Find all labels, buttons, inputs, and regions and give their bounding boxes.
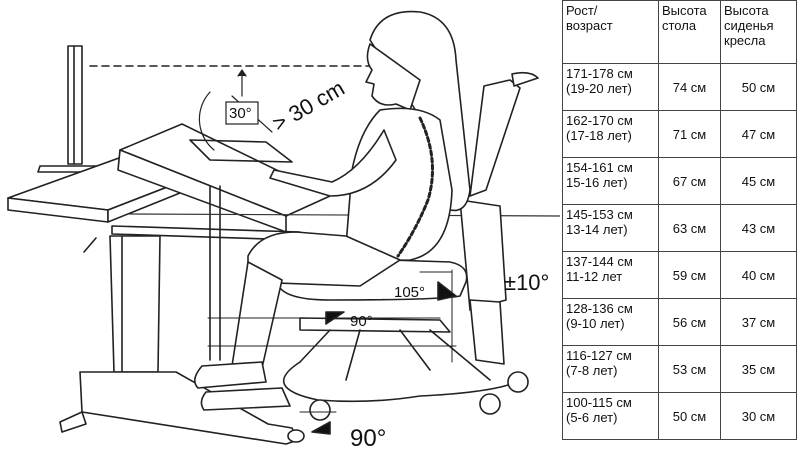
cell-height-age: 116-127 см(7-8 лет) [562,345,659,393]
cell-desk-height: 59 см [658,251,721,299]
height-range: 145-153 см [566,207,633,222]
back-angle-label: 105° [394,284,425,301]
cell-desk-height: 50 см [658,392,721,440]
tilt-angle-label: 30° [229,105,252,122]
header-seat-height: Высота сиденья кресла [720,0,797,64]
age-range: (9-10 лет) [566,316,625,331]
size-table: Рост/ возраст Высота стола Высота сидень… [562,0,797,440]
age-range: 11-12 лет [566,269,623,284]
cell-seat-height: 50 см [720,63,797,111]
monitor [37,45,123,173]
height-range: 100-115 см [566,395,632,410]
seat-tilt-label: ±10° [504,270,549,295]
posture-diagram: 30° > 30 cm 105° ±10° 90° 90° [7,10,560,452]
cell-desk-height: 71 см [658,110,721,158]
age-range: (19-20 лет) [566,81,632,96]
tilt-angle-box [225,101,259,125]
ergonomics-illustration: 30° > 30 cm 105° ±10° 90° 90° [7,10,560,452]
age-range: (17-18 лет) [566,128,632,143]
cell-desk-height: 67 см [658,157,721,205]
cell-height-age: 128-136 см(9-10 лет) [562,298,659,346]
height-range: 137-144 см [566,254,633,269]
header-height-age: Рост/ возраст [562,0,659,64]
age-range: (5-6 лет) [566,410,618,425]
height-range: 162-170 см [566,113,633,128]
age-range: 13-14 лет) [566,222,628,237]
knee-angle-wedge [325,311,345,325]
cell-seat-height: 30 см [720,392,797,440]
height-range: 154-161 см [566,160,633,175]
cell-desk-height: 53 см [658,345,721,393]
cell-seat-height: 45 см [720,157,797,205]
age-range: (7-8 лет) [566,363,618,378]
cell-seat-height: 40 см [720,251,797,299]
angle-guides [207,269,457,413]
cell-height-age: 100-115 см(5-6 лет) [562,392,659,440]
person [194,10,471,411]
cell-seat-height: 47 см [720,110,797,158]
cell-desk-height: 74 см [658,63,721,111]
height-range: 171-178 см [566,66,633,81]
back-angle-wedge [437,281,457,301]
cell-seat-height: 37 см [720,298,797,346]
header-desk-height: Высота стола [658,0,721,64]
eye-distance-label: > 30 cm [268,75,349,136]
age-range: 15-16 лет) [566,175,628,190]
cell-height-age: 171-178 см(19-20 лет) [562,63,659,111]
knee-angle-label: 90° [350,313,373,330]
cell-height-age: 162-170 см(17-18 лет) [562,110,659,158]
table-header-row: Рост/ возраст Высота стола Высота сидень… [562,0,797,64]
cell-desk-height: 56 см [658,298,721,346]
height-range: 128-136 см [566,301,633,316]
cell-desk-height: 63 см [658,204,721,252]
ankle-angle-label: 90° [350,425,386,452]
height-range: 116-127 см [566,348,632,363]
cell-seat-height: 43 см [720,204,797,252]
cell-seat-height: 35 см [720,345,797,393]
ankle-angle-wedge [311,421,331,435]
size-table-panel: Рост/ возраст Высота стола Высота сидень… [560,0,800,455]
